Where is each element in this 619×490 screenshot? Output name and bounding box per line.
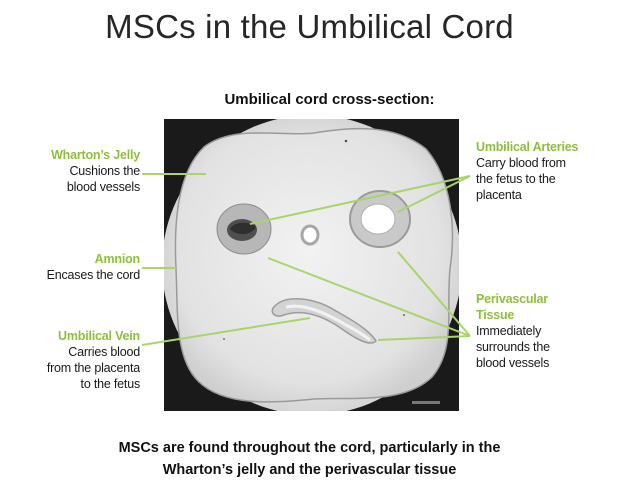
cord-micrograph-image <box>164 119 459 411</box>
label-perivascular-heading2: Tissue <box>476 307 616 323</box>
diagram-subtitle: Umbilical cord cross-section: <box>0 91 619 108</box>
label-umbilical-vein-line3: to the fetus <box>4 376 140 392</box>
label-perivascular-tissue: Perivascular Tissue Immediately surround… <box>476 291 616 371</box>
label-umbilical-arteries-line3: placenta <box>476 187 616 203</box>
label-perivascular-line2: surrounds the <box>476 339 616 355</box>
label-umbilical-vein-line1: Carries blood <box>4 344 140 360</box>
label-amnion: Amnion Encases the cord <box>4 251 140 283</box>
footer-line1: MSCs are found throughout the cord, part… <box>0 437 619 459</box>
label-umbilical-arteries-line1: Carry blood from <box>476 155 616 171</box>
label-umbilical-vein-line2: from the placenta <box>4 360 140 376</box>
label-whartons-jelly: Wharton’s Jelly Cushions the blood vesse… <box>4 147 140 195</box>
label-amnion-heading: Amnion <box>4 251 140 267</box>
cord-micrograph <box>164 119 459 411</box>
artery-lumen <box>361 204 395 234</box>
scale-mark <box>412 401 440 404</box>
cord-tissue <box>175 129 452 402</box>
label-whartons-jelly-heading: Wharton’s Jelly <box>4 147 140 163</box>
label-perivascular-line1: Immediately <box>476 323 616 339</box>
label-whartons-jelly-line2: blood vessels <box>4 179 140 195</box>
label-perivascular-heading: Perivascular <box>476 291 616 307</box>
label-umbilical-arteries: Umbilical Arteries Carry blood from the … <box>476 139 616 203</box>
label-umbilical-arteries-heading: Umbilical Arteries <box>476 139 616 155</box>
label-amnion-line1: Encases the cord <box>4 267 140 283</box>
small-vessel <box>302 226 318 244</box>
label-umbilical-arteries-line2: the fetus to the <box>476 171 616 187</box>
footer-line2: Wharton’s jelly and the perivascular tis… <box>0 459 619 481</box>
label-umbilical-vein-heading: Umbilical Vein <box>4 328 140 344</box>
label-perivascular-line3: blood vessels <box>476 355 616 371</box>
footer-caption: MSCs are found throughout the cord, part… <box>0 437 619 481</box>
label-umbilical-vein: Umbilical Vein Carries blood from the pl… <box>4 328 140 392</box>
label-whartons-jelly-line1: Cushions the <box>4 163 140 179</box>
page-title: MSCs in the Umbilical Cord <box>0 8 619 46</box>
